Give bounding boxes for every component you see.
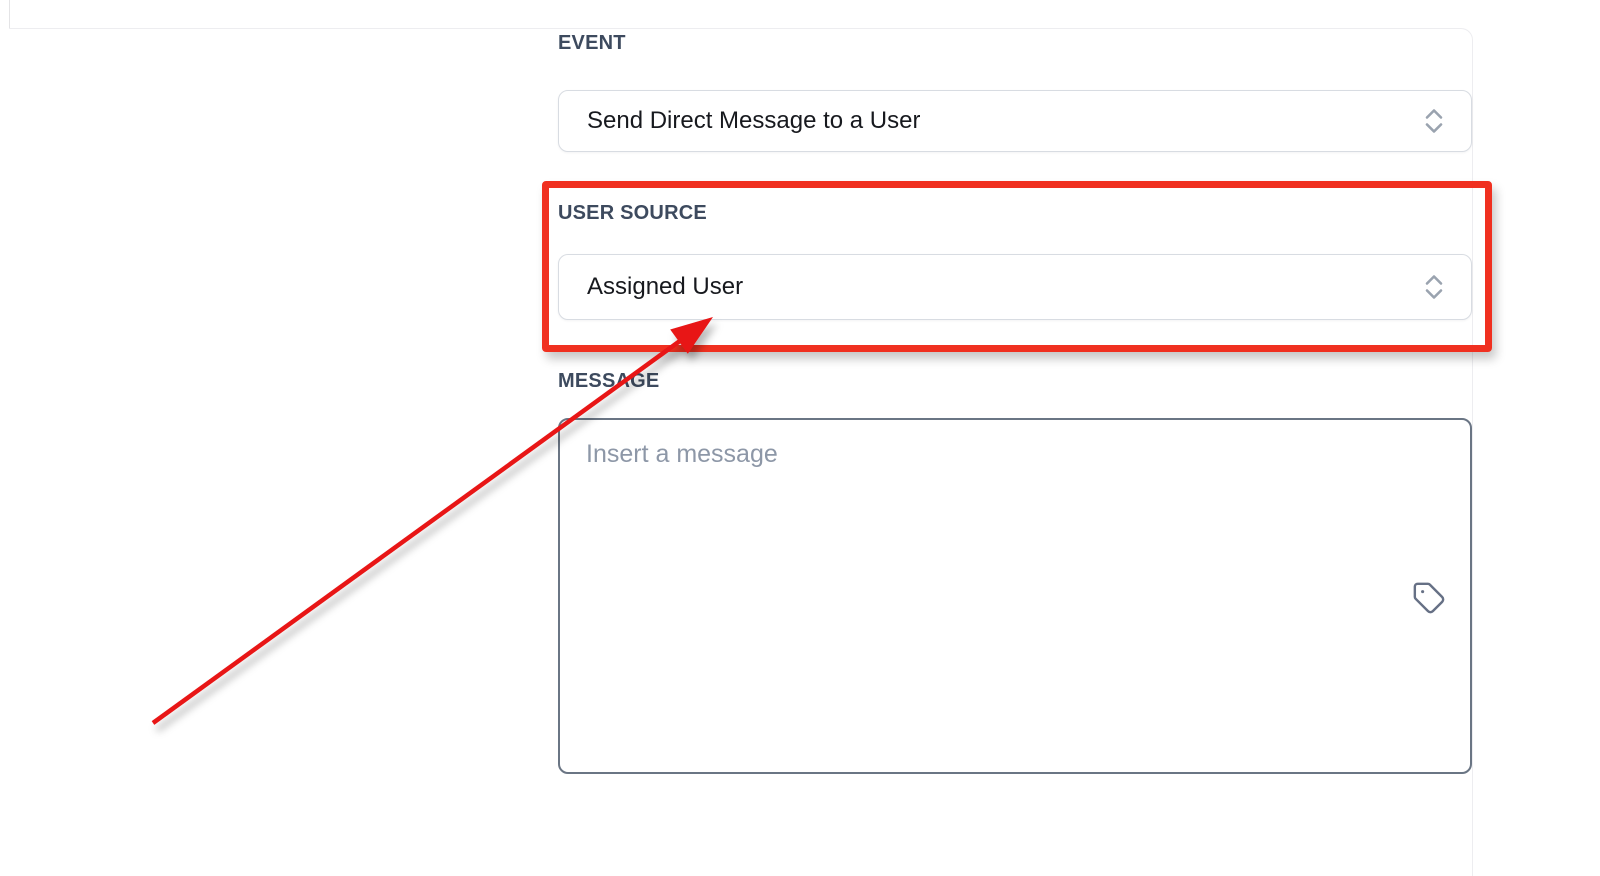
chevron-updown-icon [1425,109,1443,133]
message-label: MESSAGE [558,370,660,392]
event-select[interactable]: Send Direct Message to a User [558,90,1472,152]
chevron-updown-icon [1425,275,1443,299]
event-select-value: Send Direct Message to a User [587,107,921,134]
event-label: EVENT [558,32,626,54]
user-source-label: USER SOURCE [558,202,707,224]
message-field [558,418,1472,774]
message-input[interactable] [558,418,1472,774]
tag-icon[interactable] [1412,581,1446,615]
user-source-select[interactable]: Assigned User [558,254,1472,320]
user-source-select-value: Assigned User [587,273,744,300]
